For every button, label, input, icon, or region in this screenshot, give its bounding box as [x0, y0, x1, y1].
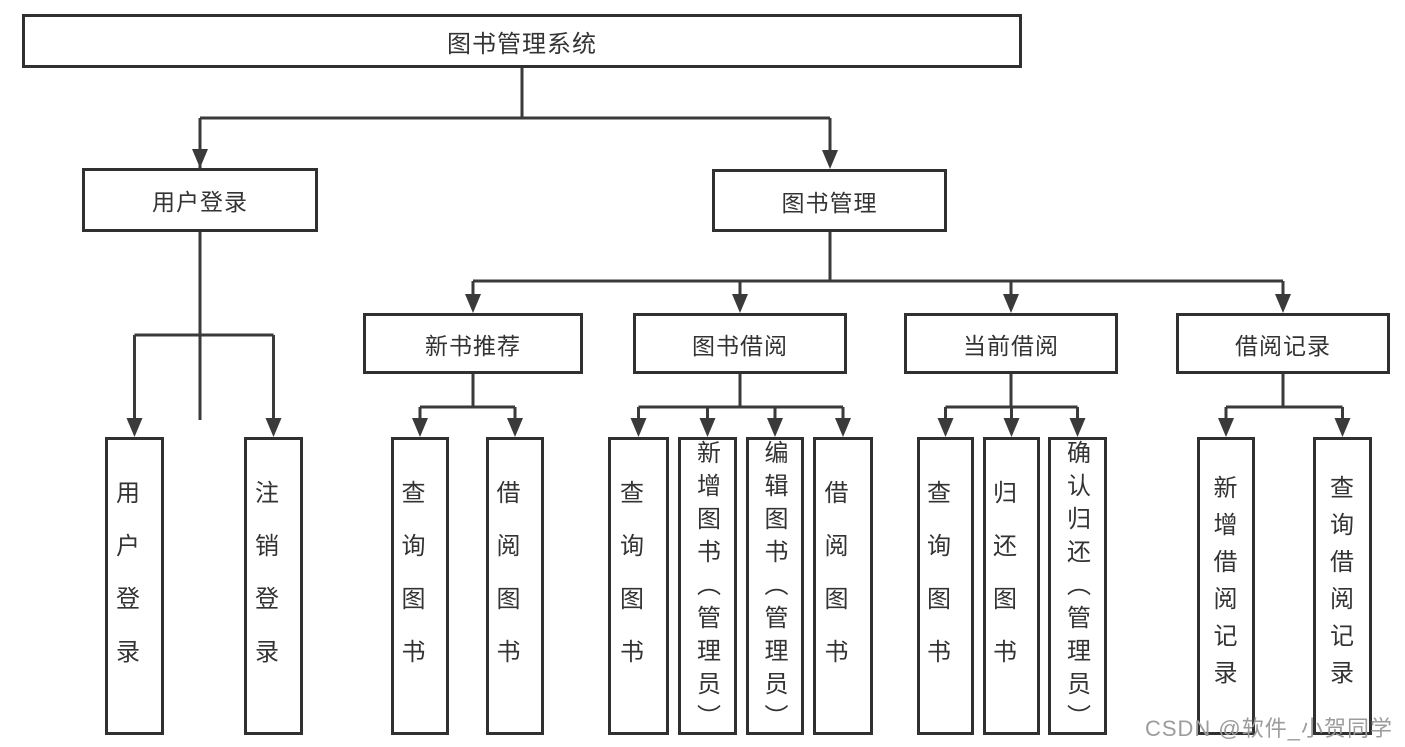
- csdn-watermark: CSDN @软件_小贺同学: [1144, 716, 1393, 741]
- arrowhead-icon: [1003, 294, 1019, 313]
- leaf-add-book-admin: 新增图书（管理员）: [678, 437, 737, 737]
- node-user-login: 用户登录: [82, 168, 318, 232]
- arrowhead-icon: [465, 294, 481, 313]
- leaf-query-books-current: 查询图书: [917, 437, 974, 735]
- leaf-edit-book-admin: 编辑图书（管理员）: [746, 437, 804, 737]
- node-borrowing-records: 借阅记录: [1176, 313, 1390, 374]
- connector-records-group: [1224, 374, 1344, 424]
- arrowhead-icon: [1069, 418, 1086, 437]
- arrowhead-icon: [412, 418, 428, 437]
- leaf-confirm-return-admin: 确认归还（管理员）: [1048, 437, 1107, 737]
- node-book-management: 图书管理: [712, 169, 947, 232]
- arrowhead-icon: [835, 418, 851, 437]
- leaf-query-borrow-record: 查询借阅记录: [1313, 437, 1372, 735]
- arrowhead-icon: [1275, 294, 1291, 313]
- arrowhead-icon: [265, 418, 282, 437]
- leaf-logout: 注销登录: [244, 437, 303, 735]
- connector-borrow-group: [637, 374, 845, 424]
- arrowhead-icon: [192, 149, 208, 168]
- arrowhead-icon: [822, 150, 838, 169]
- arrowhead-icon: [126, 418, 143, 437]
- connector-root-to-level2: [198, 68, 832, 420]
- connector-current-group: [944, 374, 1079, 424]
- connector-newbook-group: [418, 374, 517, 424]
- arrowhead-icon: [732, 294, 748, 313]
- arrowhead-icon: [1003, 418, 1020, 437]
- leaf-query-books-recommend: 查询图书: [391, 437, 449, 735]
- arrowhead-icon: [767, 418, 783, 437]
- leaf-return-book: 归还图书: [983, 437, 1040, 735]
- arrowhead-icon: [1334, 418, 1351, 437]
- leaf-user-login: 用户登录: [105, 437, 164, 735]
- connector-bookmgmt-group: [471, 232, 1285, 300]
- node-current-borrowing: 当前借阅: [904, 313, 1118, 374]
- connector-userlogin-group: [133, 232, 275, 424]
- leaf-borrow-books: 借阅图书: [813, 437, 873, 735]
- leaf-add-borrow-record: 新增借阅记录: [1197, 437, 1255, 735]
- node-new-book-recommendation: 新书推荐: [363, 313, 583, 374]
- arrowhead-icon: [937, 418, 954, 437]
- arrowhead-icon: [630, 418, 647, 437]
- arrowhead-icon: [1218, 418, 1234, 437]
- node-library-management-system: 图书管理系统: [22, 14, 1022, 68]
- leaf-query-books-borrow: 查询图书: [608, 437, 669, 735]
- node-book-borrowing: 图书借阅: [633, 313, 847, 374]
- arrowhead-icon: [699, 418, 716, 437]
- arrowhead-icon: [507, 418, 523, 437]
- leaf-borrow-books-recommend: 借阅图书: [486, 437, 544, 735]
